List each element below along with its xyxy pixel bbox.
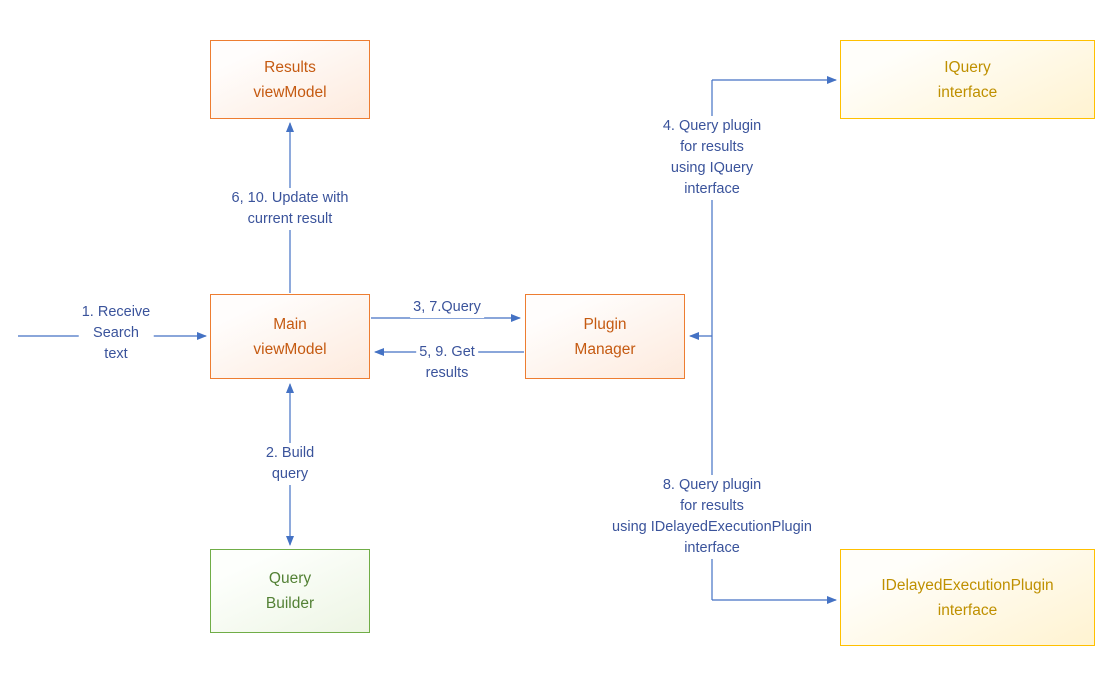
node-results-viewmodel: Results viewModel: [210, 40, 370, 119]
edge-label-receive-search: 1. Receive Search text: [78, 302, 154, 365]
edge-label-query-iquery: 4. Query plugin for results using IQuery…: [659, 116, 765, 200]
edge-label-get-results: 5, 9. Get results: [416, 342, 478, 384]
node-query-builder: Query Builder: [210, 549, 370, 633]
node-plugin-manager: Plugin Manager: [525, 294, 685, 379]
edge-label-query: 3, 7.Query: [410, 297, 484, 318]
node-idelayedexecutionplugin-interface: IDelayedExecutionPlugin interface: [840, 549, 1095, 646]
edge-label-query-idelayed: 8. Query plugin for results using IDelay…: [609, 475, 815, 559]
node-iquery-interface: IQuery interface: [840, 40, 1095, 119]
edge-label-update-result: 6, 10. Update with current result: [228, 188, 352, 230]
node-main-viewmodel: Main viewModel: [210, 294, 370, 379]
edge-label-build-query: 2. Build query: [262, 443, 318, 485]
